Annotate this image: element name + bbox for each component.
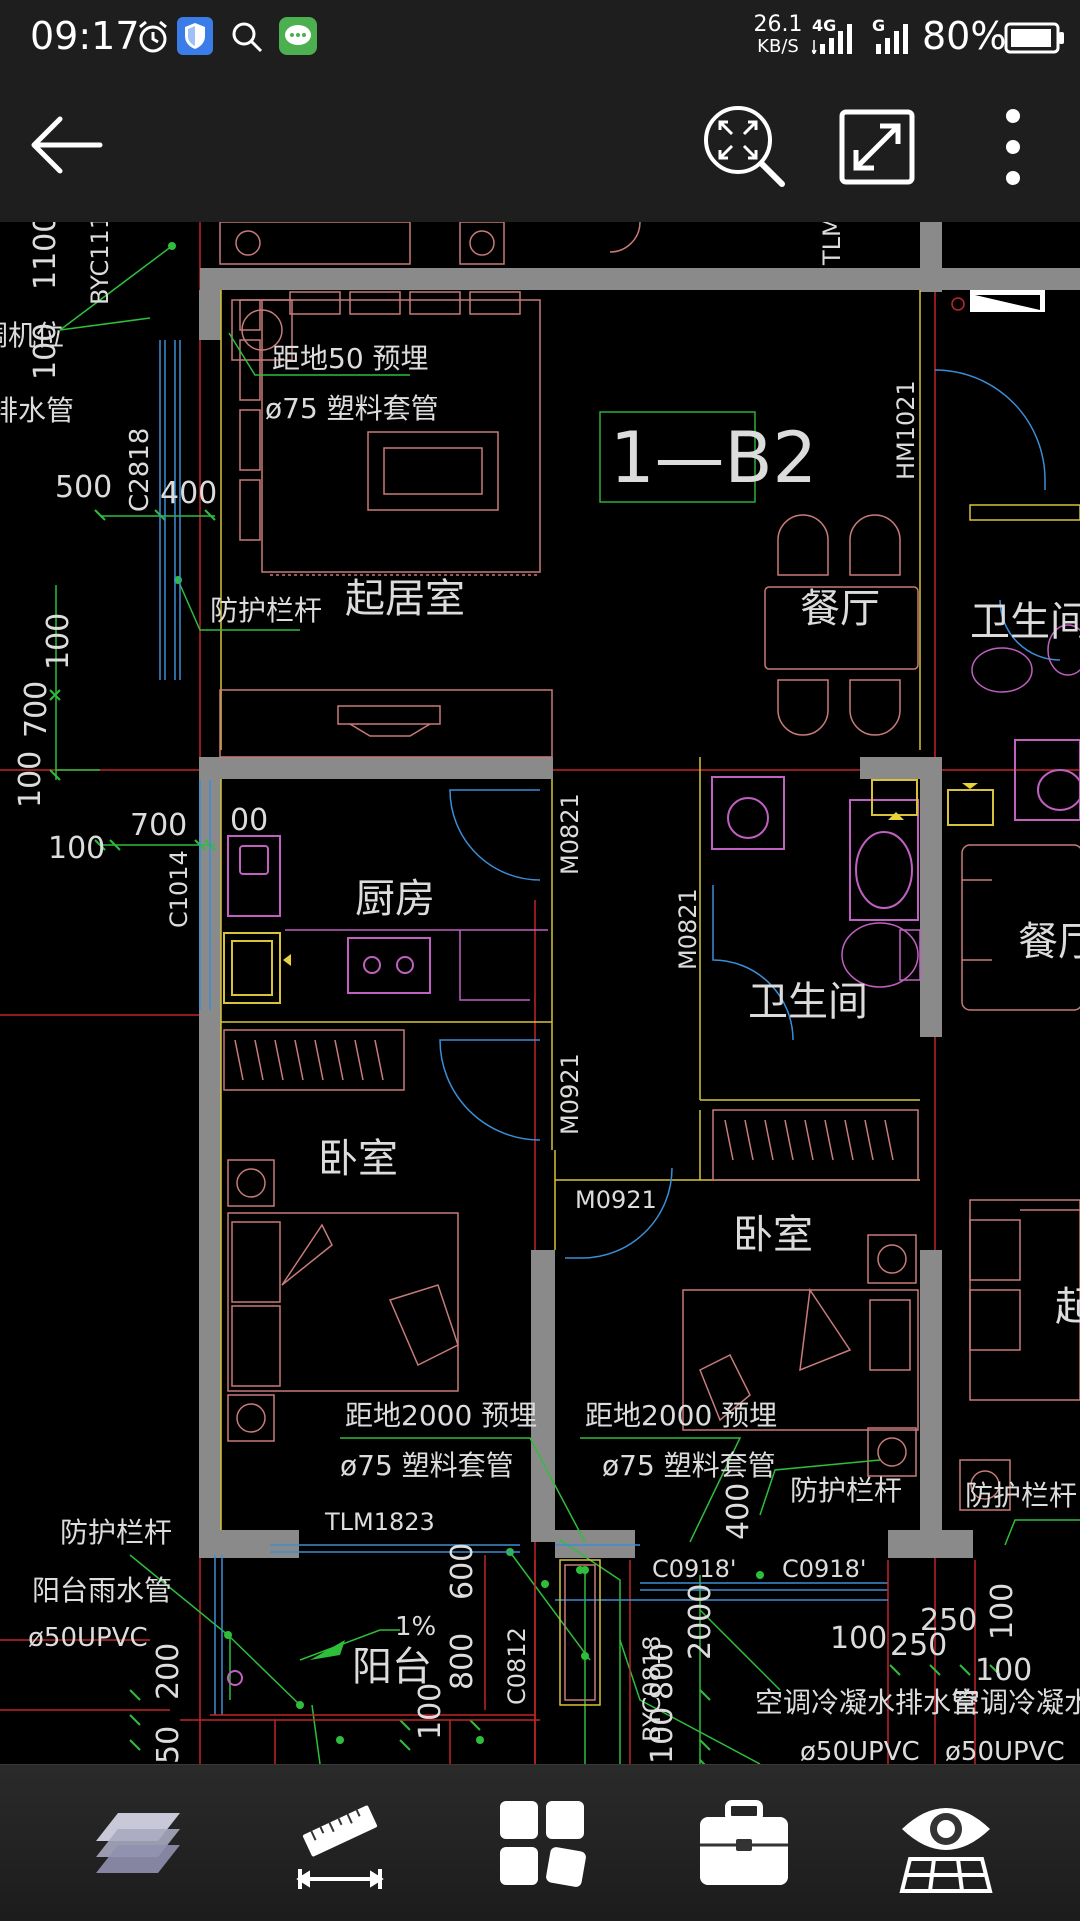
status-time: 09:17: [30, 14, 140, 58]
bottom-toolbar: [0, 1764, 1080, 1921]
dim-100-r3: 100: [985, 1583, 1020, 1640]
top-toolbar: [0, 72, 1080, 222]
signal-g-icon: [876, 24, 908, 54]
back-arrow-icon[interactable]: [22, 100, 112, 190]
search-icon: [232, 22, 263, 53]
code-tlm-top: TLM: [818, 222, 846, 266]
code-c2818: C2818: [125, 428, 155, 512]
alarm-icon: [139, 20, 167, 53]
room-label-dining: 餐厅: [800, 586, 880, 632]
dim-600: 600: [445, 1543, 480, 1600]
room-label-bedroom-right: 卧室: [733, 1212, 813, 1258]
zoom-extents-icon[interactable]: [700, 102, 790, 192]
dim-1100: 1100: [28, 222, 63, 290]
message-app-icon: [279, 17, 317, 55]
measure-ruler-icon[interactable]: [290, 1793, 390, 1893]
dim-100-r1: 100: [830, 1621, 887, 1656]
annotation-guard-rail-1: 防护栏杆: [210, 594, 322, 627]
dim-700-a: 700: [19, 681, 54, 738]
network-g-label: G: [872, 16, 886, 35]
dim-700-b: 700: [130, 808, 187, 843]
code-c0918-a: C0918': [652, 1555, 736, 1583]
annotation-balcony-rain-pipe: 阳台雨水管: [32, 1574, 172, 1607]
dim-100-balcony: 100: [413, 1683, 448, 1740]
dim-50: 50: [151, 1726, 186, 1764]
dim-100-b: 100: [13, 751, 48, 808]
dim-500: 500: [55, 470, 112, 505]
dim-250-a: 250: [920, 1603, 977, 1638]
annotation-pipe-height-2: 距地2000 预埋: [345, 1399, 537, 1432]
status-bar: 09:17 26.1 KB/S 4G G 80%: [0, 0, 1080, 72]
network-4g-label: 4G: [812, 16, 837, 35]
annotation-guard-rail-2: 防护栏杆: [790, 1474, 902, 1507]
network-speed: 26.1 KB/S: [753, 12, 803, 58]
code-tlm1823: TLM1823: [324, 1508, 435, 1536]
annotation-pvc-1: ø50UPVC: [28, 1623, 148, 1653]
annotation-pipe-sleeve-3: ø75 塑料套管: [602, 1449, 776, 1482]
more-menu-icon[interactable]: [968, 102, 1058, 192]
annotation-pvc-3: ø50UPVC: [945, 1737, 1065, 1764]
code-c1014: C1014: [165, 850, 193, 928]
annotation-guard-rail-4: 防护栏杆: [60, 1516, 172, 1549]
code-m0821-a: M0821: [556, 793, 584, 875]
annotation-drain-pipe: 排水管: [0, 394, 74, 427]
room-label-bath-right: 卫生间: [970, 599, 1080, 645]
code-m0921-a: M0921: [556, 1053, 584, 1135]
annotation-slope: 1%: [395, 1612, 436, 1642]
room-label-living: 起居室: [345, 576, 465, 622]
annotation-pipe-height-3: 距地2000 预埋: [585, 1399, 777, 1432]
room-label-bath-center: 卫生间: [748, 979, 868, 1025]
code-c0812: C0812: [503, 1627, 531, 1705]
dim-100-r4: 100: [645, 1707, 680, 1764]
code-byc111: BYC111: [86, 222, 114, 305]
annotation-pipe-sleeve-2: ø75 塑料套管: [340, 1449, 514, 1482]
dim-100-top: 100: [28, 323, 63, 380]
plan-id-label: 1—B2: [610, 417, 817, 499]
room-label-balcony: 阳台: [352, 1644, 432, 1690]
toolbox-icon[interactable]: [694, 1793, 794, 1893]
layers-icon[interactable]: [88, 1793, 188, 1893]
dim-400-b: 400: [721, 1483, 756, 1540]
code-m0821-b: M0821: [674, 888, 702, 970]
dim-800-b: 800: [645, 1643, 680, 1700]
room-label-dining-right: 餐厅: [1018, 919, 1080, 965]
annotation-guard-rail-3: 防护栏杆: [965, 1479, 1077, 1512]
security-shield-icon: [177, 17, 213, 55]
view-eye-grid-icon[interactable]: [896, 1793, 996, 1893]
battery-percent: 80%: [922, 14, 1007, 58]
signal-4g-icon: [812, 24, 852, 54]
dim-400: 400: [160, 476, 217, 511]
code-hm1021: HM1021: [892, 380, 920, 480]
room-label-kitchen: 厨房: [355, 876, 435, 922]
code-byc0818: BYC0818: [638, 1636, 666, 1742]
room-label-living-right: 起: [1055, 1284, 1080, 1330]
floor-plan-drawing: 1—B2: [0, 222, 1080, 1764]
annotation-pvc-2: ø50UPVC: [800, 1737, 920, 1764]
fullscreen-icon[interactable]: [832, 102, 922, 192]
code-m0921-b: M0921: [575, 1186, 657, 1214]
annotation-pipe-sleeve-1: ø75 塑料套管: [265, 392, 439, 425]
dim-2000: 2000: [683, 1584, 718, 1660]
dim-250-b: 250: [890, 1628, 947, 1663]
room-label-bedroom-left: 卧室: [318, 1136, 398, 1182]
drawing-canvas[interactable]: 1—B2: [0, 222, 1080, 1764]
annotation-ac-condensate-2: 空调冷凝水: [952, 1686, 1080, 1719]
battery-icon: [1004, 22, 1064, 54]
dim-100-a: 100: [41, 613, 76, 670]
dim-800: 800: [445, 1633, 480, 1690]
dim-100-r2: 100: [975, 1653, 1032, 1688]
layout-grid-icon[interactable]: [492, 1793, 592, 1893]
annotation-ac-position: 调机位: [0, 319, 64, 352]
code-c0918-b: C0918': [782, 1555, 866, 1583]
dim-200: 200: [151, 1643, 186, 1700]
dim-00: 00: [230, 803, 268, 838]
dim-100-c: 100: [48, 831, 105, 866]
annotation-pipe-height-1: 距地50 预埋: [272, 342, 429, 375]
annotation-ac-condensate: 空调冷凝水排水管: [755, 1686, 979, 1719]
